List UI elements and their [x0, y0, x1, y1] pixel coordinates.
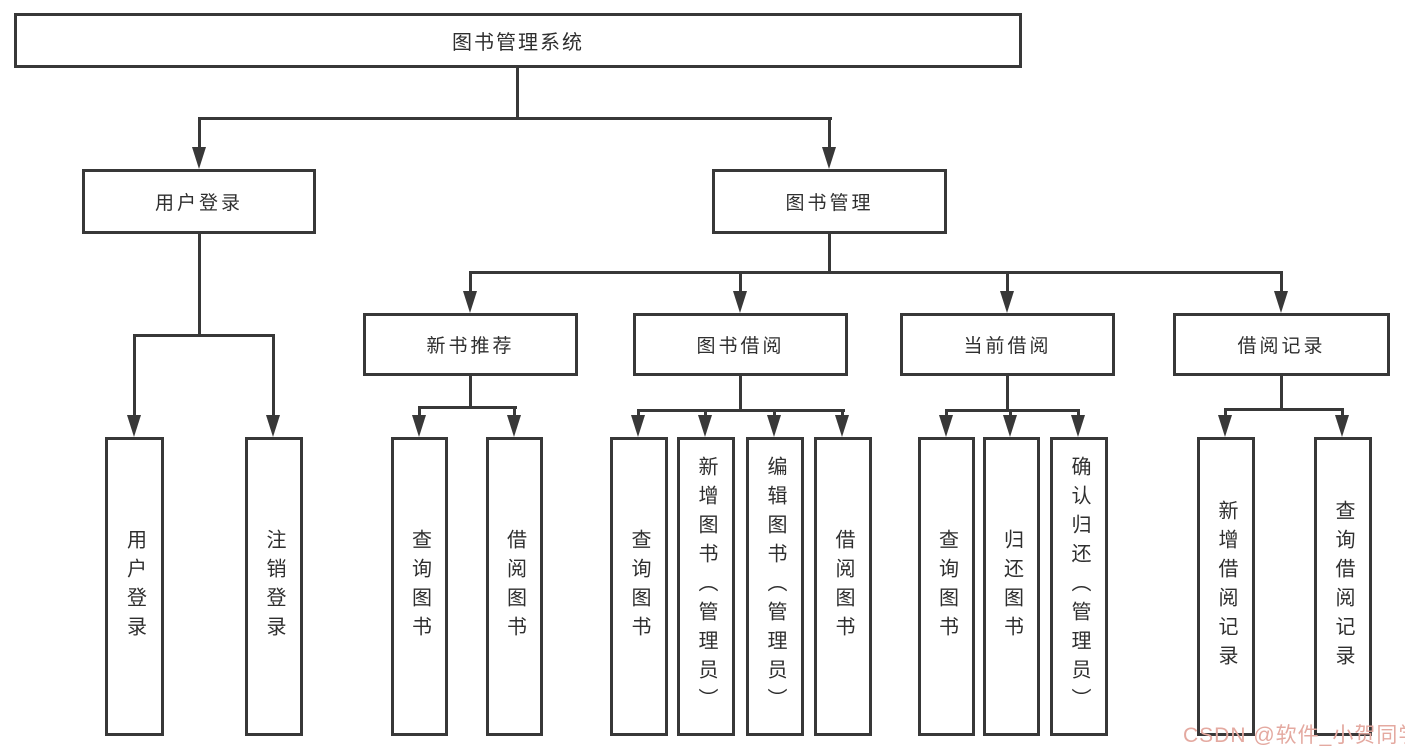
connector-stem — [945, 409, 948, 420]
leaf-query-books-borrow: 查询图书 — [610, 437, 668, 736]
connector-stem-user-login — [198, 117, 201, 149]
leaf-label: 编辑图书（管理员） — [764, 456, 786, 717]
connector-book-mgmt-drop — [828, 234, 831, 274]
csdn-watermark: CSDN @软件_小贺同学 — [1183, 724, 1405, 747]
arrow-down-icon — [507, 415, 521, 437]
leaf-confirm-return-admin: 确认归还（管理员） — [1050, 437, 1108, 736]
connector-stem-login-leaf — [133, 334, 136, 420]
arrow-down-icon — [698, 415, 712, 437]
connector-stem-book-mgmt — [828, 117, 831, 149]
node-book-management: 图书管理 — [712, 169, 947, 234]
leaf-label: 新增借阅记录 — [1215, 499, 1237, 674]
arrow-down-icon — [835, 415, 849, 437]
node-user-login: 用户登录 — [82, 169, 316, 234]
node-current-borrow-label: 当前借阅 — [963, 336, 1052, 357]
connector-stem — [841, 409, 844, 420]
connector-root-drop — [516, 68, 519, 118]
leaf-label: 注销登录 — [263, 528, 285, 645]
arrow-down-icon — [631, 415, 645, 437]
leaf-borrow-books: 借阅图书 — [814, 437, 872, 736]
connector-stem-current-borrow — [1006, 271, 1009, 293]
leaf-return-book: 归还图书 — [983, 437, 1040, 736]
arrow-down-icon — [1003, 415, 1017, 437]
leaf-label: 查询图书 — [408, 528, 431, 645]
connector-current-borrow-rail — [945, 409, 1080, 412]
leaf-logout: 注销登录 — [245, 437, 303, 736]
connector-book-borrow-rail — [637, 409, 845, 412]
connector-stem — [1009, 409, 1012, 420]
connector-current-borrow-drop — [1006, 376, 1009, 412]
leaf-label: 查询图书 — [628, 528, 650, 645]
leaf-label: 查询图书 — [935, 528, 958, 645]
connector-borrow-records-drop — [1280, 376, 1283, 411]
leaf-label: 确认归还（管理员） — [1068, 456, 1090, 717]
connector-stem — [1077, 409, 1080, 420]
arrow-down-icon — [463, 291, 477, 313]
leaf-add-borrow-record: 新增借阅记录 — [1197, 437, 1255, 736]
arrow-down-icon — [412, 415, 426, 437]
node-book-borrow: 图书借阅 — [633, 313, 848, 376]
arrow-down-icon — [1335, 415, 1349, 437]
node-book-borrow-label: 图书借阅 — [696, 336, 785, 357]
leaf-query-books-current: 查询图书 — [918, 437, 975, 736]
leaf-edit-book-admin: 编辑图书（管理员） — [746, 437, 804, 736]
arrow-down-icon — [767, 415, 781, 437]
connector-stem — [1341, 408, 1344, 420]
connector-user-login-rail — [133, 334, 275, 337]
arrow-down-icon — [1071, 415, 1085, 437]
connector-stem-borrow-records — [1280, 271, 1283, 293]
connector-borrow-records-rail — [1224, 408, 1344, 411]
node-borrow-records-label: 借阅记录 — [1237, 336, 1326, 357]
node-current-borrow: 当前借阅 — [900, 313, 1115, 376]
connector-book-borrow-drop — [739, 376, 742, 412]
leaf-label: 借阅图书 — [503, 528, 526, 645]
connector-root-rail — [198, 117, 832, 120]
node-borrow-records: 借阅记录 — [1173, 313, 1390, 376]
connector-book-mgmt-rail — [469, 271, 1283, 274]
node-book-management-label: 图书管理 — [785, 193, 874, 214]
leaf-user-login: 用户登录 — [105, 437, 164, 736]
node-root-label: 图书管理系统 — [452, 32, 584, 54]
connector-stem-new-book — [469, 271, 472, 293]
node-root: 图书管理系统 — [14, 13, 1022, 68]
leaf-label: 新增图书（管理员） — [695, 456, 717, 717]
connector-user-login-drop — [198, 234, 201, 337]
connector-new-book-rail — [418, 406, 517, 409]
arrow-down-icon — [127, 415, 141, 437]
arrow-down-icon — [1274, 291, 1288, 313]
leaf-label: 归还图书 — [1000, 528, 1023, 645]
node-new-book-recommend-label: 新书推荐 — [426, 336, 515, 357]
arrow-down-icon — [733, 291, 747, 313]
leaf-label: 用户登录 — [123, 528, 146, 645]
arrow-down-icon — [1000, 291, 1014, 313]
connector-stem-book-borrow — [739, 271, 742, 293]
leaf-query-borrow-record: 查询借阅记录 — [1314, 437, 1372, 736]
connector-stem — [513, 406, 516, 420]
leaf-label: 查询借阅记录 — [1332, 499, 1354, 674]
connector-stem — [704, 409, 707, 420]
arrow-down-icon — [192, 147, 206, 169]
arrow-down-icon — [266, 415, 280, 437]
connector-stem — [1224, 408, 1227, 420]
leaf-borrow-books-recommend: 借阅图书 — [486, 437, 543, 736]
leaf-add-book-admin: 新增图书（管理员） — [677, 437, 735, 736]
connector-stem-logout-leaf — [272, 334, 275, 420]
arrow-down-icon — [822, 147, 836, 169]
connector-stem — [637, 409, 640, 420]
arrow-down-icon — [1218, 415, 1232, 437]
node-new-book-recommend: 新书推荐 — [363, 313, 578, 376]
connector-stem — [773, 409, 776, 420]
arrow-down-icon — [939, 415, 953, 437]
leaf-label: 借阅图书 — [832, 528, 854, 645]
connector-stem — [418, 406, 421, 420]
leaf-query-books-recommend: 查询图书 — [391, 437, 448, 736]
node-user-login-label: 用户登录 — [154, 193, 243, 214]
connector-new-book-drop — [469, 376, 472, 409]
